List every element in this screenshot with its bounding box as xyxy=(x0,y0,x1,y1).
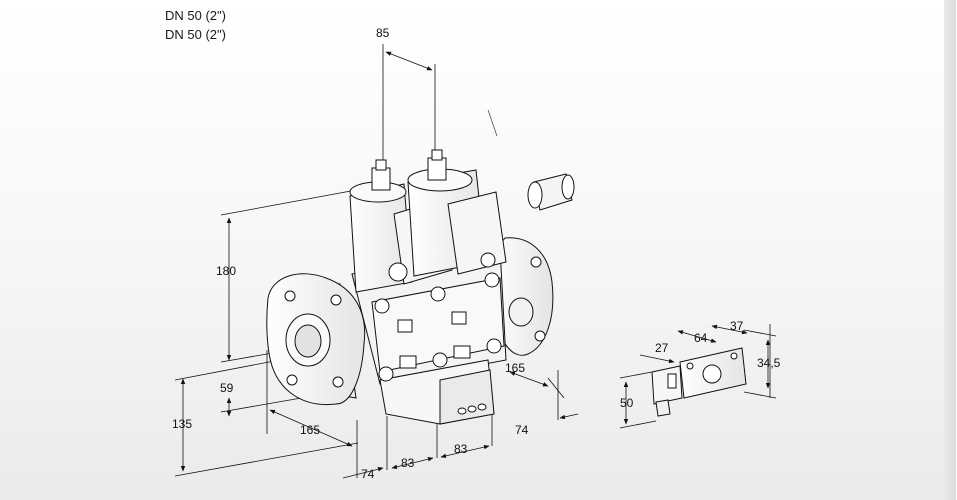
dim-59: 59 xyxy=(220,381,234,395)
dim-165-left: 165 xyxy=(300,423,321,437)
dim-180: 180 xyxy=(216,264,237,278)
dim-74-bottom: 74 xyxy=(361,467,375,481)
cable-gland xyxy=(527,173,575,211)
dim-64: 64 xyxy=(694,331,708,345)
pressure-switch-module xyxy=(651,347,747,417)
title-line-2: DN 50 (2") xyxy=(165,27,226,42)
title-line-1: DN 50 (2") xyxy=(165,8,226,23)
dim-37: 37 xyxy=(730,319,744,333)
dim-50: 50 xyxy=(620,396,634,410)
lower-housing xyxy=(379,359,495,425)
actuator-right xyxy=(407,149,507,277)
dim-34-5: 34,5 xyxy=(757,356,781,370)
dim-85: 85 xyxy=(376,26,390,40)
screws xyxy=(374,272,502,382)
dim-83-a: 83 xyxy=(401,456,415,470)
right-flange xyxy=(489,237,554,356)
valve-body xyxy=(266,149,575,425)
dim-83-b: 83 xyxy=(454,442,468,456)
dim-27: 27 xyxy=(655,341,669,355)
dim-165-right: 165 xyxy=(505,361,526,375)
dim-135: 135 xyxy=(172,417,193,431)
dim-74-right: 74 xyxy=(515,423,529,437)
left-flange xyxy=(266,273,366,406)
panel-edge xyxy=(944,0,956,500)
